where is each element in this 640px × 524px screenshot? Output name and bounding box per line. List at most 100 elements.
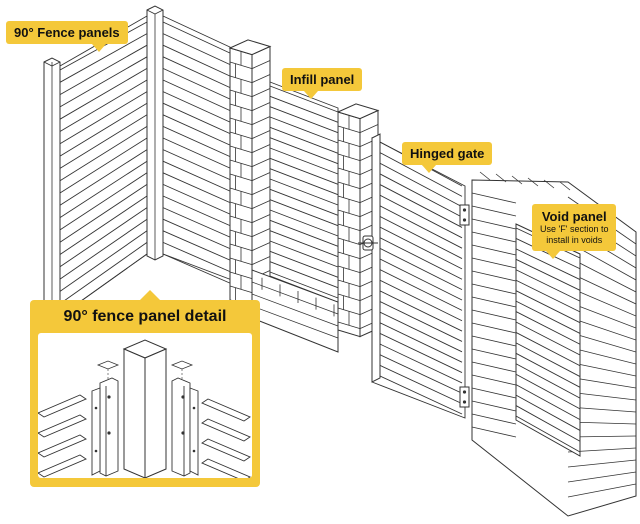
fence-slat xyxy=(59,149,148,206)
infill-slat xyxy=(269,240,339,268)
brick-pillars xyxy=(228,39,380,353)
fence-slat xyxy=(59,114,148,169)
callout-tail xyxy=(92,44,106,52)
fence-slat xyxy=(162,218,233,250)
fence-slat xyxy=(162,67,233,101)
gate-slat xyxy=(379,226,463,270)
infill-slat xyxy=(269,219,339,247)
fence-slat xyxy=(162,33,233,66)
fence-slat xyxy=(59,91,148,145)
void-slat xyxy=(515,415,581,453)
infill-slat xyxy=(269,137,339,165)
gate-slat xyxy=(379,194,463,239)
infill-slat xyxy=(269,271,339,299)
fence-slat xyxy=(59,102,148,157)
void-slat xyxy=(515,394,581,431)
fence-slat xyxy=(59,207,148,268)
infill-slat xyxy=(269,199,339,227)
callout-tail xyxy=(304,91,318,99)
infill-panel xyxy=(269,81,339,303)
hinged-gate xyxy=(371,133,466,419)
infill-slat xyxy=(269,95,339,123)
fence-slat xyxy=(59,242,148,305)
brick-pillar xyxy=(228,39,272,308)
fence-slat xyxy=(59,44,148,95)
void-slat xyxy=(515,384,581,421)
fence-slat xyxy=(162,253,233,285)
fence-slat xyxy=(162,21,233,55)
hinge-top-icon xyxy=(459,204,470,226)
gate-hardware xyxy=(358,204,470,408)
infill-slat xyxy=(269,261,339,289)
fence-slat xyxy=(162,160,233,193)
fence-slat xyxy=(59,184,148,243)
gate-slat xyxy=(379,184,463,228)
detail-channels xyxy=(91,377,199,477)
fence-slat xyxy=(59,218,148,280)
callout-infill-panel: Infill panel xyxy=(282,68,363,99)
void-slat xyxy=(515,321,581,356)
fence-panel-right xyxy=(162,15,233,285)
gate-slat xyxy=(379,322,463,363)
infill-slat xyxy=(269,157,339,185)
infill-slat xyxy=(269,85,339,113)
gate-slat xyxy=(379,279,463,322)
fence-slat xyxy=(162,207,233,239)
fence-slat xyxy=(162,114,233,147)
corner-post-detail-drawing xyxy=(38,339,251,478)
void-slat xyxy=(515,258,581,291)
callout-void-panel-line1: Use 'F' section to xyxy=(540,224,609,234)
fence-slat xyxy=(162,195,233,227)
void-slat xyxy=(515,269,581,302)
infill-slat xyxy=(269,147,339,175)
gate-slat xyxy=(379,152,463,197)
detail-corner-post xyxy=(122,339,168,478)
callout-infill-panel-label: Infill panel xyxy=(290,72,355,87)
gate-slat xyxy=(379,237,463,280)
callout-hinged-gate-label: Hinged gate xyxy=(410,146,485,161)
fence-slat xyxy=(162,125,233,158)
void-slat xyxy=(515,363,581,399)
void-slat xyxy=(515,248,581,280)
infill-slat xyxy=(269,188,339,216)
fence-slat xyxy=(59,230,148,292)
gate-slat xyxy=(379,375,463,415)
gate-slat xyxy=(379,269,463,311)
fence-panel-left xyxy=(59,15,148,317)
fence-slat xyxy=(162,172,233,204)
void-slat xyxy=(515,311,581,345)
void-slat xyxy=(515,405,581,442)
void-slat xyxy=(515,279,581,313)
fence-slat xyxy=(59,137,148,194)
fence-slat xyxy=(59,195,148,255)
fence-slat xyxy=(59,160,148,218)
gate-slat xyxy=(379,216,463,259)
fence-slat xyxy=(59,79,148,132)
fence-slat xyxy=(162,183,233,216)
gate-slat xyxy=(379,258,463,301)
callout-void-panel-title: Void panel xyxy=(541,209,607,224)
fence-slat xyxy=(162,56,233,89)
detail-callout-box: 90° fence panel detail xyxy=(30,290,260,487)
gate-slat xyxy=(379,205,463,249)
fence-slat xyxy=(59,172,148,231)
fence-slat xyxy=(59,33,148,83)
void-slat xyxy=(515,290,581,324)
detail-title: 90° fence panel detail xyxy=(63,308,227,325)
gate-slat xyxy=(379,343,463,384)
fence-slat xyxy=(162,137,233,170)
gate-slat xyxy=(379,333,463,373)
callout-void-panel: Void panel Use 'F' section to install in… xyxy=(532,204,617,259)
fence-slat xyxy=(162,102,233,135)
void-slat xyxy=(515,373,581,410)
infill-slat xyxy=(269,250,339,278)
infill-slat xyxy=(269,116,339,144)
fence-slat xyxy=(59,126,148,182)
screw-icon xyxy=(94,395,196,453)
callout-tail xyxy=(546,251,560,259)
infill-slat xyxy=(269,230,339,258)
callout-void-panel-line2: install in voids xyxy=(546,235,603,245)
callout-tail xyxy=(422,165,436,173)
hinge-bottom-icon xyxy=(459,386,470,408)
